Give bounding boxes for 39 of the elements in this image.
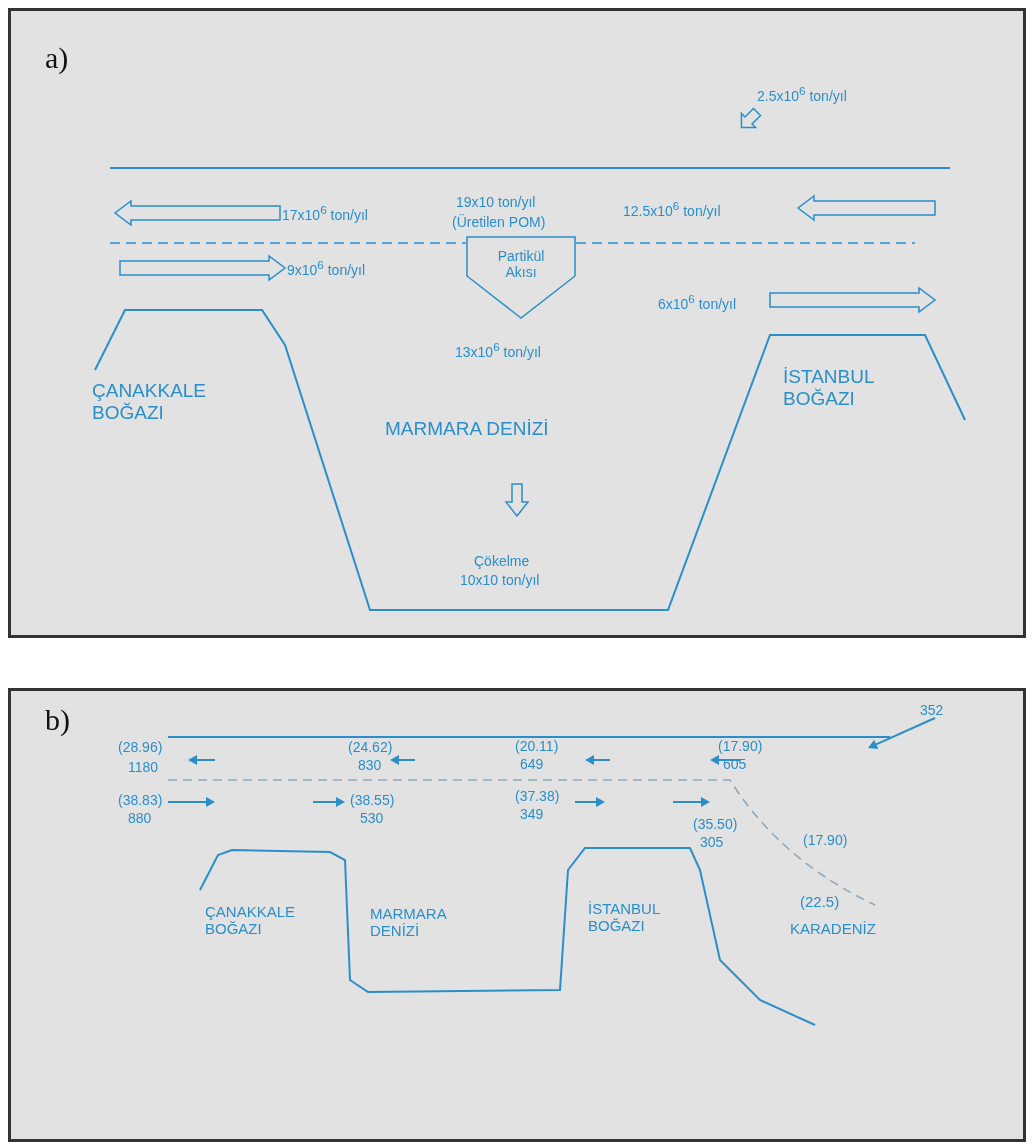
flux-label: (37.38) — [515, 788, 560, 805]
flux-label: 12.5x10$^{6}$ ton/yıl — [623, 199, 721, 219]
flux-label: Çökelme — [474, 553, 530, 570]
flux-label: (20.11) — [515, 738, 559, 755]
flux-label: 10x10 ton/yıl — [460, 572, 540, 589]
place-name: MARMARA DENİZİ — [385, 418, 550, 440]
flux-label: (17.90) — [718, 738, 763, 755]
flux-label: (22.5) — [800, 893, 840, 911]
flux-label: (28.96) — [118, 739, 163, 756]
flux-label: 1180 — [128, 759, 159, 776]
flux-label: 13x10$^{6}$ ton/yıl — [455, 340, 541, 360]
place-name: ÇANAKKALE BOĞAZI — [205, 903, 297, 938]
flux-label: (38.55) — [350, 792, 395, 809]
place-name: İSTANBUL BOĞAZI — [588, 900, 661, 935]
flux-label: 830 — [358, 757, 382, 774]
flux-label: 530 — [360, 810, 384, 827]
flux-label: (17.90) — [803, 832, 848, 849]
flux-label: 9x10$^{6}$ ton/yıl — [287, 258, 366, 278]
flux-label: 352 — [920, 702, 944, 719]
flux-label: (35.50) — [693, 816, 738, 833]
place-name: ÇANAKKALE BOĞAZI — [92, 380, 208, 424]
flux-label: 880 — [128, 810, 152, 827]
flux-label: 649 — [520, 756, 544, 773]
flux-label: 2.5x10$^{6}$ ton/yıl — [757, 84, 847, 104]
flux-label: 17x10$^{6}$ ton/yıl — [282, 203, 368, 223]
flux-label: (38.83) — [118, 792, 163, 809]
flux-label: (24.62) — [348, 739, 393, 756]
diagram-panel — [8, 8, 1026, 638]
flux-label: KARADENİZ — [790, 920, 876, 938]
flux-label: 349 — [520, 806, 544, 823]
panel-letter: b) — [45, 703, 70, 737]
place-name: İSTANBUL BOĞAZI — [783, 366, 875, 410]
place-name: MARMARA DENİZİ — [370, 905, 448, 940]
flux-label: 6x10$^{6}$ ton/yıl — [658, 292, 737, 312]
diagram-panel — [8, 688, 1026, 1142]
panel-letter: a) — [45, 41, 69, 75]
flux-label: 19x10 ton/yıl — [456, 194, 536, 211]
flux-label: 305 — [700, 834, 724, 851]
flux-pentagon: Partikül Akısı — [466, 236, 576, 319]
